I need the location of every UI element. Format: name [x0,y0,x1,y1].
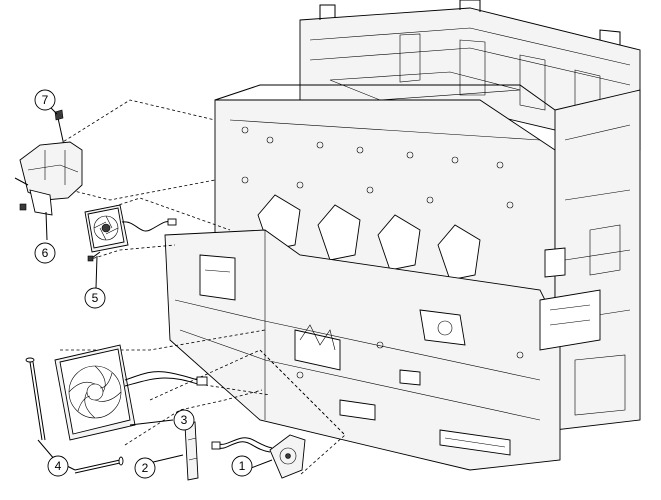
callout-1-label: 1 [239,459,246,473]
part-2-bracket [184,421,199,481]
callout-2-label: 2 [142,461,149,475]
part-5-small-fan [84,204,177,262]
callout-6-label: 6 [42,246,49,260]
assembly-guide-lines [49,99,346,476]
callout-7-label: 7 [42,93,49,107]
callout-4-label: 4 [55,459,62,473]
callout-5: 5 [84,287,106,309]
printer-chassis-frame [164,0,641,471]
callout-6: 6 [34,242,56,264]
part-3-large-fan [54,344,208,441]
callout-3: 3 [173,409,195,431]
callout-4: 4 [47,455,69,477]
callout-3-label: 3 [181,413,188,427]
callout-5-label: 5 [92,291,99,305]
part-1-blower [211,434,306,479]
callout-2: 2 [134,457,156,479]
callout-7: 7 [34,89,56,111]
callout-1: 1 [231,455,253,477]
part-6-fan-duct [14,141,83,216]
part-4-screws [25,357,124,474]
